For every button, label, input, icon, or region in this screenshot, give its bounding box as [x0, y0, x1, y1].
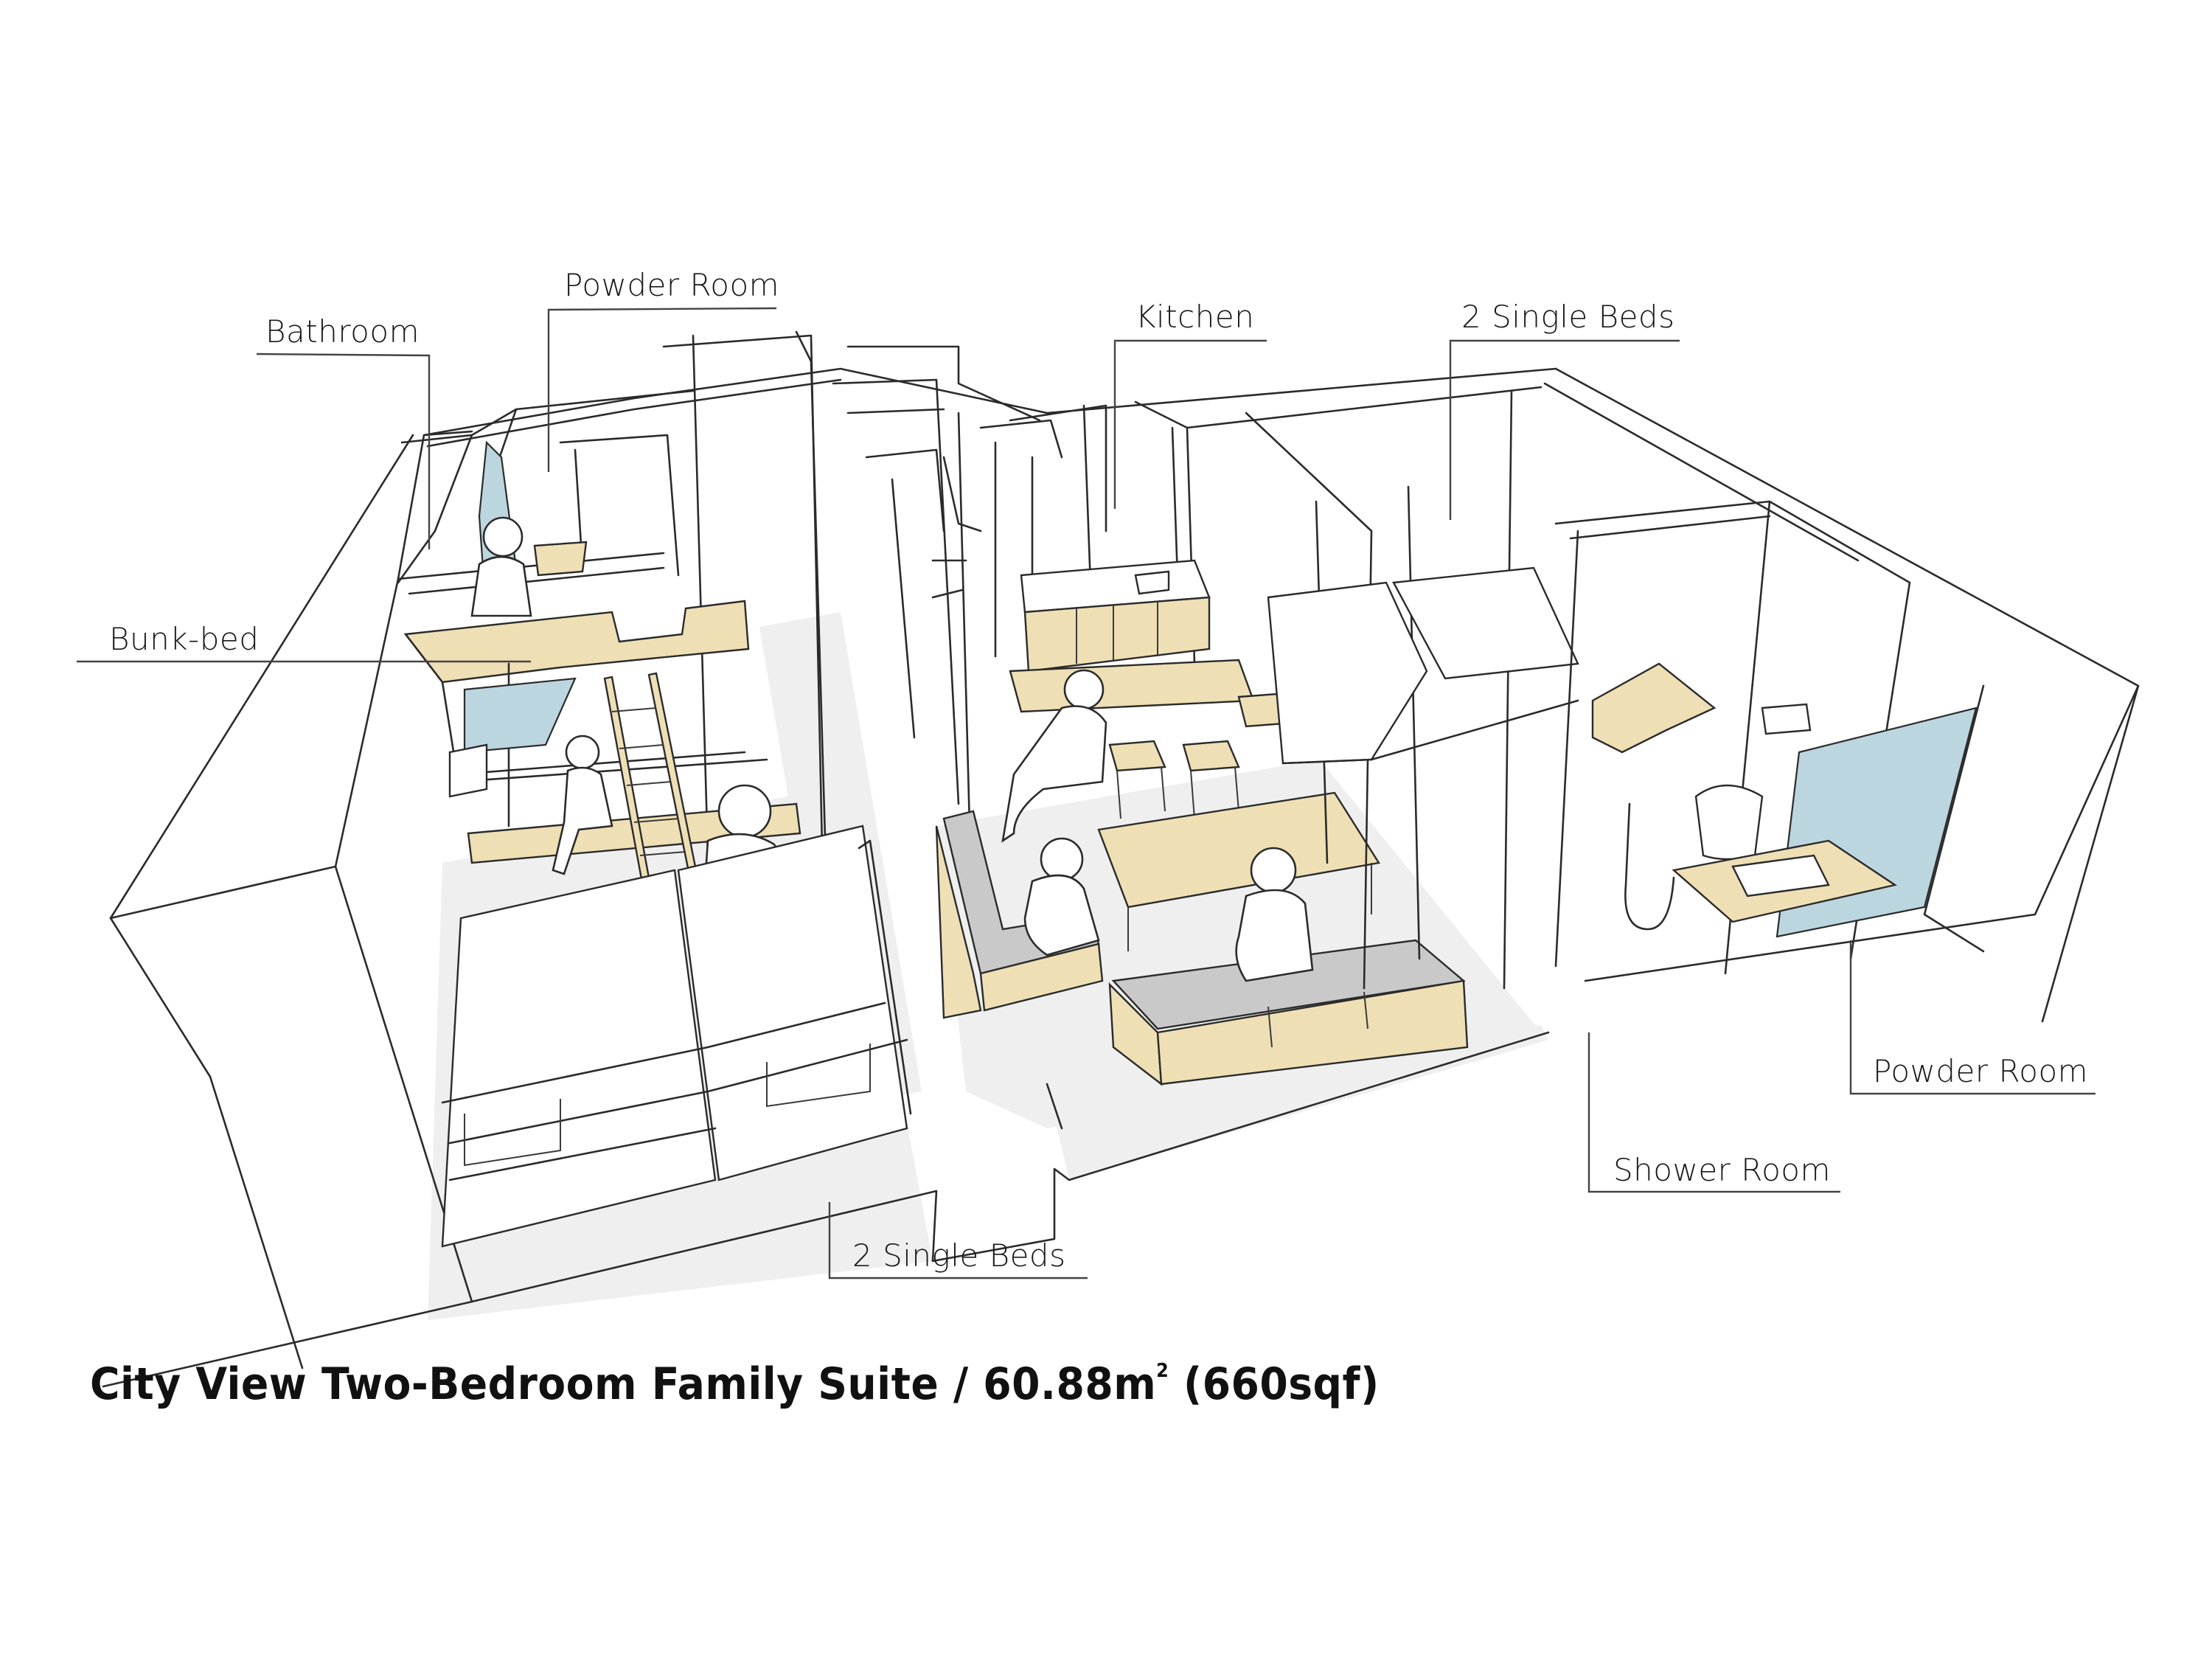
shower-powder-rooms — [1554, 500, 1985, 975]
label-single-beds-top: 2 Single Beds — [1461, 299, 1675, 335]
bunk-top-panel — [403, 600, 750, 684]
dining-table — [1097, 791, 1380, 909]
label-powder-room-bottom: Powder Room — [1873, 1053, 2089, 1089]
outer-walls — [102, 367, 2140, 1388]
left-bedroom-single-beds — [441, 824, 912, 1248]
person-on-sofa — [1250, 847, 1297, 894]
label-bunk-bed: Bunk-bed — [109, 621, 260, 657]
single-bed-right-room-a — [1267, 581, 1428, 765]
bench-base-left — [935, 825, 982, 1019]
kitchen-cabinets — [1023, 596, 1211, 673]
kitchen-sink — [1134, 570, 1170, 595]
leader-powder-room-bottom — [1849, 940, 2096, 1095]
label-shower-room: Shower Room — [1613, 1152, 1831, 1188]
corridor-wardrobes — [832, 345, 1063, 827]
single-bed-right-room-b — [1392, 566, 1579, 680]
child-on-top-bunk — [482, 516, 524, 558]
leader-bathroom — [256, 353, 431, 549]
ladder — [603, 672, 698, 881]
leader-single-beds-bottom — [828, 1202, 1088, 1280]
caption-main: City View Two-Bedroom Family Suite / 60.… — [90, 1358, 1157, 1410]
leader-powder-room-top — [547, 307, 777, 472]
kitchen — [994, 400, 1295, 819]
single-bed-right — [677, 824, 908, 1181]
label-leaders — [77, 307, 2096, 1280]
label-powder-room-top: Powder Room — [564, 267, 780, 303]
suite-title-caption: City View Two-Bedroom Family Suite / 60.… — [90, 1358, 1380, 1410]
stool — [1108, 740, 1166, 772]
label-single-beds-bottom: 2 Single Beds — [852, 1237, 1066, 1274]
leader-kitchen — [1113, 339, 1267, 509]
label-bathroom: Bathroom — [265, 313, 420, 350]
caption-superscript: 2 — [1156, 1360, 1169, 1382]
woman-at-counter — [1063, 669, 1105, 710]
stool — [1182, 740, 1240, 772]
leader-shower-room — [1587, 1032, 1840, 1193]
single-bed-left — [441, 869, 717, 1248]
adult-sitting-floor — [717, 784, 772, 839]
toilet — [1694, 784, 1764, 861]
child-on-ladder — [565, 735, 600, 770]
caption-sqf: (660sqf) — [1169, 1358, 1380, 1410]
label-kitchen: Kitchen — [1135, 299, 1255, 335]
shower-cabinet — [1591, 662, 1717, 754]
right-bedroom — [1186, 386, 1579, 990]
person-on-bench — [1040, 837, 1084, 881]
leader-single-beds-top — [1449, 339, 1680, 520]
people-living — [1001, 669, 1314, 982]
